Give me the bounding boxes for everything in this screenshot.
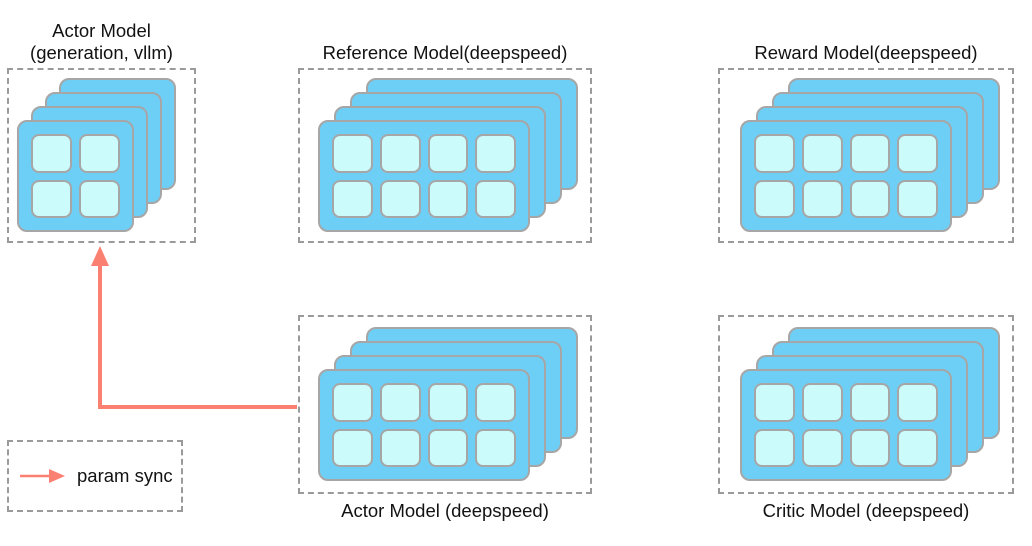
device-cell <box>379 383 421 422</box>
device-cell-grid <box>320 371 528 479</box>
device-cell <box>897 179 938 218</box>
group-boundary <box>298 68 592 243</box>
group-label-reward-model: Reward Model(deepspeed) <box>754 42 978 63</box>
device-cell <box>475 134 516 173</box>
arrow-right-icon <box>20 469 65 483</box>
group-boundary <box>718 68 1014 243</box>
device-cell <box>897 428 938 467</box>
group-boundary <box>718 315 1014 494</box>
device-card <box>740 369 952 481</box>
device-cell <box>427 428 469 467</box>
device-cell-grid <box>19 122 132 230</box>
group-critic-model: Critic Model (deepspeed) <box>718 315 1014 521</box>
device-card <box>318 120 530 232</box>
device-cell <box>332 383 373 422</box>
device-cell <box>849 428 891 467</box>
device-cell <box>849 383 891 422</box>
legend-item-param-sync: param sync <box>7 440 183 512</box>
group-boundary <box>298 315 592 494</box>
group-label-actor-model-deepspeed: Actor Model (deepspeed) <box>341 500 549 521</box>
device-cell <box>332 179 373 218</box>
device-cell <box>427 383 469 422</box>
device-cell <box>897 134 938 173</box>
device-cell <box>754 428 795 467</box>
group-label-critic-model: Critic Model (deepspeed) <box>762 500 970 521</box>
device-cell <box>754 179 795 218</box>
device-cell-grid <box>742 371 950 479</box>
device-cell <box>754 134 795 173</box>
device-cell <box>79 134 120 173</box>
device-cell <box>379 179 421 218</box>
device-cell <box>379 428 421 467</box>
device-stack <box>298 68 592 243</box>
device-cell <box>31 179 72 218</box>
group-actor-model-deepspeed: Actor Model (deepspeed) <box>298 315 592 521</box>
group-reward-model: Reward Model(deepspeed) <box>718 42 1014 243</box>
device-card <box>17 120 134 232</box>
group-reference-model: Reference Model(deepspeed) <box>298 42 592 243</box>
device-cell <box>849 179 891 218</box>
device-cell <box>427 134 469 173</box>
device-cell <box>31 134 72 173</box>
device-cell <box>379 134 421 173</box>
device-cell-grid <box>742 122 950 230</box>
device-cell <box>332 428 373 467</box>
device-stack <box>7 68 196 243</box>
device-card <box>740 120 952 232</box>
device-cell-grid <box>320 122 528 230</box>
device-stack <box>718 68 1014 243</box>
legend: param sync <box>7 440 183 512</box>
device-cell <box>897 383 938 422</box>
device-cell <box>475 428 516 467</box>
group-label-actor-model-vllm: Actor Model (generation, vllm) <box>30 20 173 63</box>
device-cell <box>754 383 795 422</box>
device-cell <box>427 179 469 218</box>
device-cell <box>332 134 373 173</box>
device-cell <box>475 179 516 218</box>
group-label-reference-model: Reference Model(deepspeed) <box>322 42 568 63</box>
device-cell <box>801 428 843 467</box>
legend-label-param-sync: param sync <box>77 465 173 486</box>
device-cell <box>801 179 843 218</box>
device-card <box>318 369 530 481</box>
group-boundary <box>7 68 196 243</box>
device-cell <box>801 134 843 173</box>
device-cell <box>475 383 516 422</box>
device-cell <box>801 383 843 422</box>
device-cell <box>849 134 891 173</box>
device-stack <box>718 315 1014 494</box>
legend-boundary <box>7 440 183 512</box>
device-cell <box>79 179 120 218</box>
group-actor-model-vllm: Actor Model (generation, vllm) <box>7 20 196 243</box>
device-stack <box>298 315 592 494</box>
